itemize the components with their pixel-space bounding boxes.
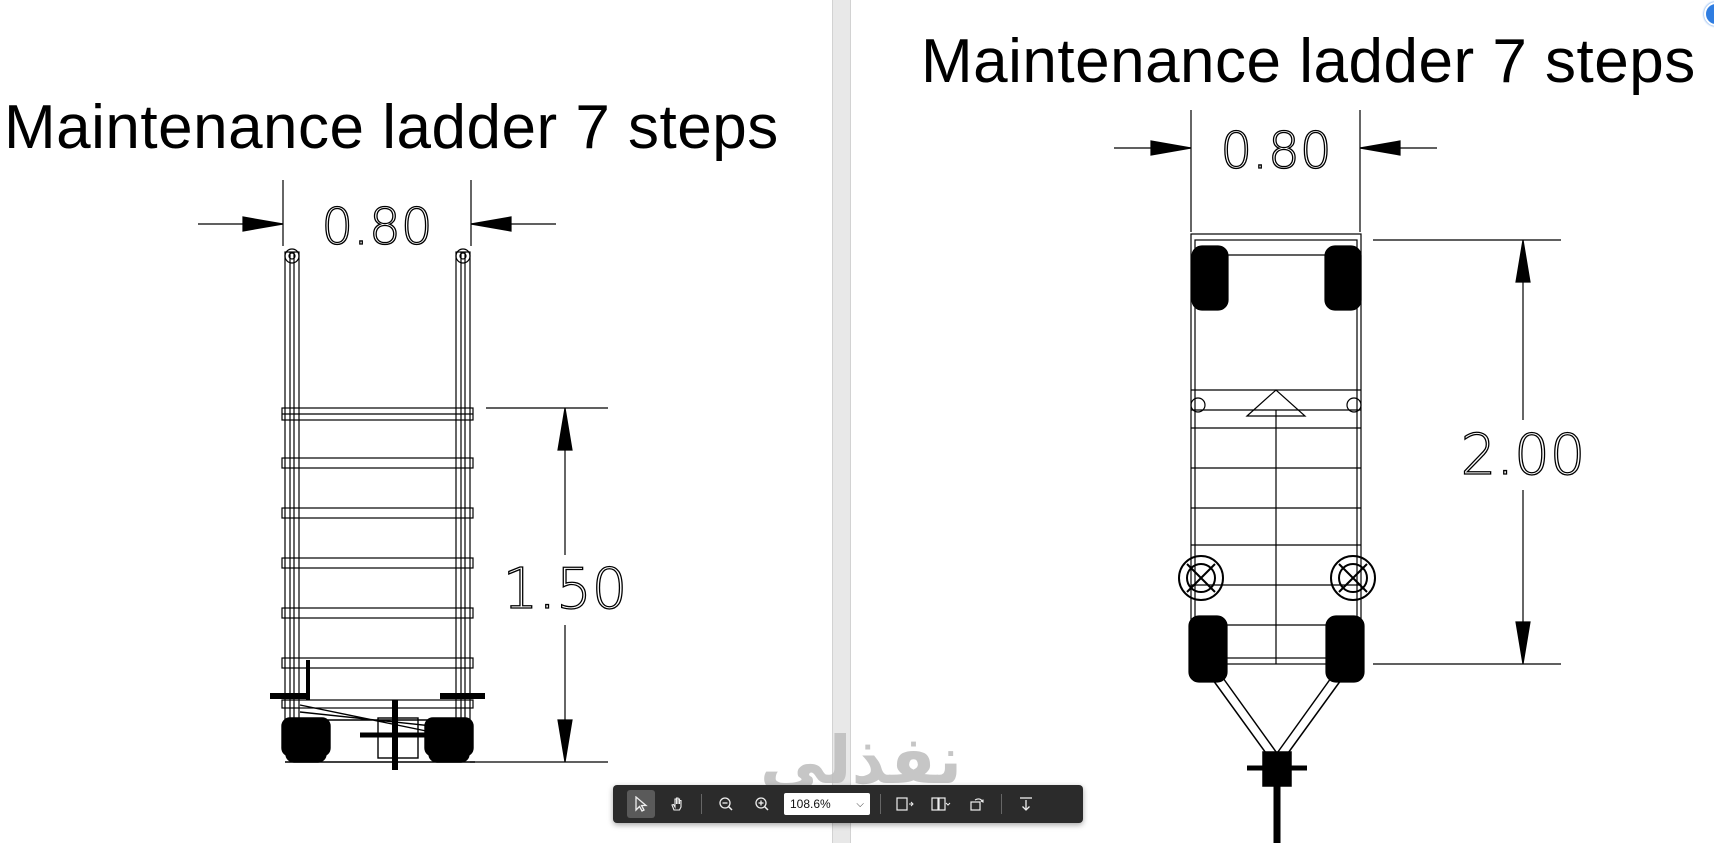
page-layout-icon (931, 797, 951, 811)
zoom-in-icon (755, 797, 769, 811)
fit-page-button[interactable] (891, 790, 919, 818)
handrail-right (455, 248, 471, 733)
height-dimension-label: 2.00 (1461, 423, 1586, 488)
select-tool-button[interactable] (627, 790, 655, 818)
zoom-out-button[interactable] (712, 790, 740, 818)
pdf-floating-toolbar: 108.6% ⌵ (613, 785, 1083, 823)
page-title: Maintenance ladder 7 steps (921, 27, 1696, 96)
chevron-down-icon: ⌵ (856, 798, 864, 810)
width-dimension (198, 180, 556, 246)
zoom-level-value: 108.6% (790, 797, 831, 811)
wheel-assembly (270, 660, 485, 770)
width-dimension (1114, 110, 1437, 232)
zoom-level-select[interactable]: 108.6% ⌵ (784, 793, 870, 815)
page-gutter (832, 0, 851, 843)
height-dimension-label: 1.50 (503, 557, 628, 622)
ladder-top-view-drawing: 0.80 2.00 (1114, 110, 1586, 843)
width-dimension-label: 0.80 (321, 198, 432, 256)
height-dimension (470, 407, 608, 763)
download-button[interactable] (1012, 790, 1040, 818)
top-wheels (1191, 245, 1362, 311)
zoom-out-icon (719, 797, 733, 811)
toolbar-separator (1001, 794, 1002, 814)
height-dimension (1373, 239, 1561, 665)
pdf-page-right: Maintenance ladder 7 steps (851, 0, 1714, 843)
hand-tool-button[interactable] (663, 790, 691, 818)
width-dimension-label: 0.80 (1220, 122, 1331, 180)
toolbar-separator (880, 794, 881, 814)
page-title: Maintenance ladder 7 steps (4, 93, 779, 162)
ladder-side-view-drawing: 0.80 1.50 (198, 180, 628, 770)
zoom-in-button[interactable] (748, 790, 776, 818)
side-brakes (1178, 555, 1376, 601)
page-layout-button[interactable] (927, 790, 955, 818)
pdf-page-left: Maintenance ladder 7 steps (0, 0, 832, 843)
toolbar-separator (701, 794, 702, 814)
hand-icon (671, 797, 682, 811)
tow-bar (1212, 677, 1342, 843)
download-icon (1020, 797, 1032, 811)
rotate-button[interactable] (963, 790, 991, 818)
rotate-icon (970, 798, 984, 811)
bottom-wheels (1188, 615, 1365, 683)
ladder-steps (281, 407, 474, 709)
select-icon (635, 796, 648, 812)
fit-page-icon (896, 797, 914, 811)
handrail-left (284, 248, 300, 733)
